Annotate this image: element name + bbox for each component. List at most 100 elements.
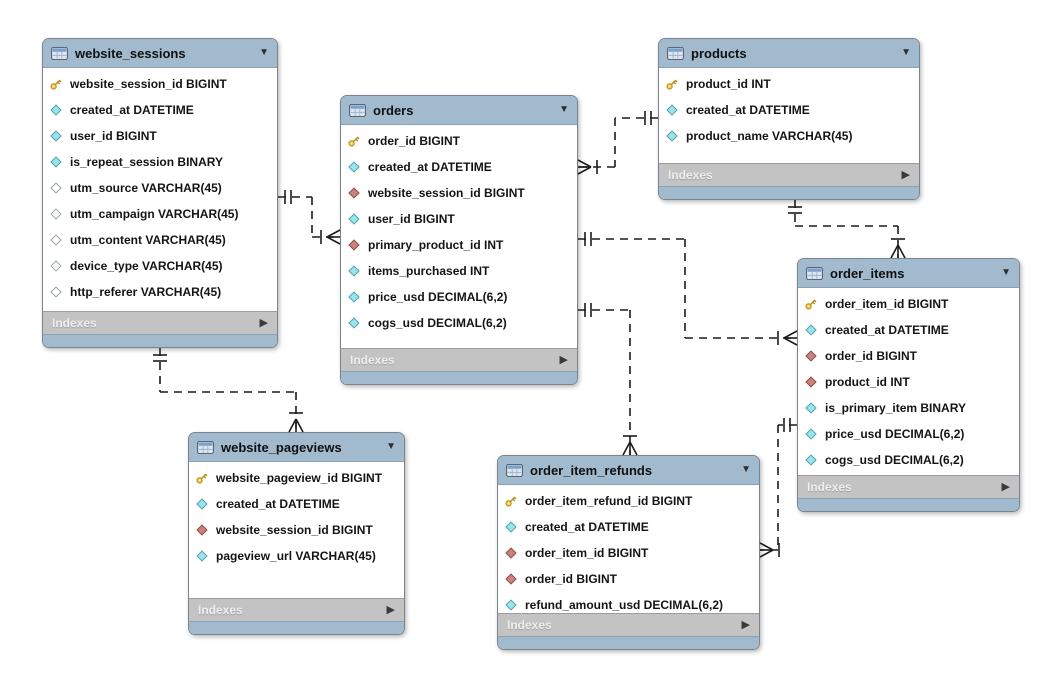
relationship-orders-order-items[interactable] — [578, 232, 798, 346]
column-row[interactable]: website_session_id BIGINT — [341, 180, 577, 206]
collapse-arrow-icon[interactable]: ▼ — [386, 441, 396, 452]
relationship-website-sessions-orders[interactable] — [278, 190, 341, 245]
table-header[interactable]: website_sessions ▼ — [43, 39, 277, 68]
column-row[interactable]: created_at DATETIME — [43, 97, 277, 123]
collapse-arrow-icon[interactable]: ▼ — [559, 104, 569, 115]
column-label: refund_amount_usd DECIMAL(6,2) — [525, 598, 724, 612]
table-website-pageviews[interactable]: website_pageviews ▼ website_pageview_id … — [188, 432, 405, 635]
relationship-website-sessions-website-pageviews[interactable] — [153, 348, 304, 433]
attribute-diamond-icon — [195, 498, 209, 510]
column-row[interactable]: order_item_id BIGINT — [798, 291, 1019, 317]
expand-arrow-icon[interactable]: ▶ — [559, 353, 568, 366]
collapse-arrow-icon[interactable]: ▼ — [1001, 267, 1011, 278]
column-row[interactable]: user_id BIGINT — [43, 123, 277, 149]
column-row[interactable]: primary_product_id INT — [341, 232, 577, 258]
collapse-arrow-icon[interactable]: ▼ — [901, 47, 911, 58]
table-title: website_pageviews — [221, 439, 342, 455]
expand-arrow-icon[interactable]: ▶ — [386, 603, 395, 616]
column-label: website_session_id BIGINT — [216, 523, 373, 537]
column-label: order_item_refund_id BIGINT — [525, 494, 693, 508]
attribute-diamond-icon — [347, 161, 361, 173]
primary-key-icon — [49, 77, 63, 91]
table-website-sessions[interactable]: website_sessions ▼ website_session_id BI… — [42, 38, 278, 348]
column-row[interactable]: items_purchased INT — [341, 258, 577, 284]
relationship-order-items-order-item-refunds[interactable] — [759, 418, 797, 558]
primary-key-icon — [347, 134, 361, 148]
column-row[interactable]: price_usd DECIMAL(6,2) — [341, 284, 577, 310]
column-row[interactable]: user_id BIGINT — [341, 206, 577, 232]
indexes-bar[interactable]: Indexes ▶ — [341, 348, 577, 371]
attribute-diamond-icon — [347, 317, 361, 329]
column-row[interactable]: utm_content VARCHAR(45) — [43, 227, 277, 253]
expand-arrow-icon[interactable]: ▶ — [1001, 480, 1010, 493]
collapse-arrow-icon[interactable]: ▼ — [259, 47, 269, 58]
column-row[interactable]: created_at DATETIME — [498, 514, 759, 540]
column-row[interactable]: created_at DATETIME — [341, 154, 577, 180]
column-row[interactable]: created_at DATETIME — [798, 317, 1019, 343]
column-row[interactable]: order_item_refund_id BIGINT — [498, 488, 759, 514]
column-row[interactable]: cogs_usd DECIMAL(6,2) — [798, 447, 1019, 473]
column-row[interactable]: utm_campaign VARCHAR(45) — [43, 201, 277, 227]
relationship-products-order-items[interactable] — [788, 200, 906, 259]
column-row[interactable]: order_id BIGINT — [798, 343, 1019, 369]
table-header[interactable]: products ▼ — [659, 39, 919, 68]
column-row[interactable]: order_id BIGINT — [498, 566, 759, 592]
column-row[interactable]: created_at DATETIME — [659, 97, 919, 123]
column-row[interactable]: product_name VARCHAR(45) — [659, 123, 919, 149]
expand-arrow-icon[interactable]: ▶ — [901, 168, 910, 181]
column-row[interactable]: website_pageview_id BIGINT — [189, 465, 404, 491]
column-row[interactable]: pageview_url VARCHAR(45) — [189, 543, 404, 569]
foreign-key-diamond-icon — [195, 524, 209, 536]
column-row[interactable]: product_id INT — [798, 369, 1019, 395]
column-row[interactable]: device_type VARCHAR(45) — [43, 253, 277, 279]
primary-key-icon — [504, 494, 518, 508]
attribute-diamond-icon — [49, 156, 63, 168]
table-header[interactable]: order_items ▼ — [798, 259, 1019, 288]
column-row[interactable]: website_session_id BIGINT — [189, 517, 404, 543]
nullable-attribute-diamond-icon — [49, 182, 63, 194]
column-label: created_at DATETIME — [216, 497, 340, 511]
indexes-bar[interactable]: Indexes ▶ — [189, 598, 404, 621]
column-row[interactable]: cogs_usd DECIMAL(6,2) — [341, 310, 577, 336]
column-row[interactable]: created_at DATETIME — [189, 491, 404, 517]
collapse-arrow-icon[interactable]: ▼ — [741, 464, 751, 475]
column-row[interactable]: order_item_id BIGINT — [498, 540, 759, 566]
column-label: pageview_url VARCHAR(45) — [216, 549, 376, 563]
column-label: http_referer VARCHAR(45) — [70, 285, 222, 299]
expand-arrow-icon[interactable]: ▶ — [741, 618, 750, 631]
attribute-diamond-icon — [504, 599, 518, 611]
table-order-item-refunds[interactable]: order_item_refunds ▼ order_item_refund_i… — [497, 455, 760, 650]
table-header[interactable]: website_pageviews ▼ — [189, 433, 404, 462]
column-row[interactable]: is_repeat_session BINARY — [43, 149, 277, 175]
column-row[interactable]: product_id INT — [659, 71, 919, 97]
indexes-bar[interactable]: Indexes ▶ — [659, 163, 919, 186]
indexes-bar[interactable]: Indexes ▶ — [43, 311, 277, 334]
column-row[interactable]: website_session_id BIGINT — [43, 71, 277, 97]
table-footer — [498, 636, 759, 649]
relationship-orders-order-item-refunds[interactable] — [578, 303, 638, 456]
table-header[interactable]: order_item_refunds ▼ — [498, 456, 759, 485]
column-row[interactable]: http_referer VARCHAR(45) — [43, 279, 277, 305]
column-row[interactable]: refund_amount_usd DECIMAL(6,2) — [498, 592, 759, 618]
column-row[interactable]: price_usd DECIMAL(6,2) — [798, 421, 1019, 447]
attribute-diamond-icon — [49, 104, 63, 116]
table-order-items[interactable]: order_items ▼ order_item_id BIGINT create… — [797, 258, 1020, 512]
indexes-bar[interactable]: Indexes ▶ — [498, 613, 759, 636]
column-label: order_item_id BIGINT — [825, 297, 949, 311]
attribute-diamond-icon — [347, 291, 361, 303]
expand-arrow-icon[interactable]: ▶ — [259, 316, 268, 329]
column-row[interactable]: order_id BIGINT — [341, 128, 577, 154]
table-header[interactable]: orders ▼ — [341, 96, 577, 125]
column-label: utm_source VARCHAR(45) — [70, 181, 222, 195]
indexes-bar[interactable]: Indexes ▶ — [798, 475, 1019, 498]
table-footer — [189, 621, 404, 634]
column-row[interactable]: is_primary_item BINARY — [798, 395, 1019, 421]
table-icon — [197, 440, 214, 454]
relationship-products-orders[interactable] — [577, 111, 658, 175]
attribute-diamond-icon — [195, 550, 209, 562]
column-row[interactable]: utm_source VARCHAR(45) — [43, 175, 277, 201]
indexes-label: Indexes — [198, 603, 243, 617]
